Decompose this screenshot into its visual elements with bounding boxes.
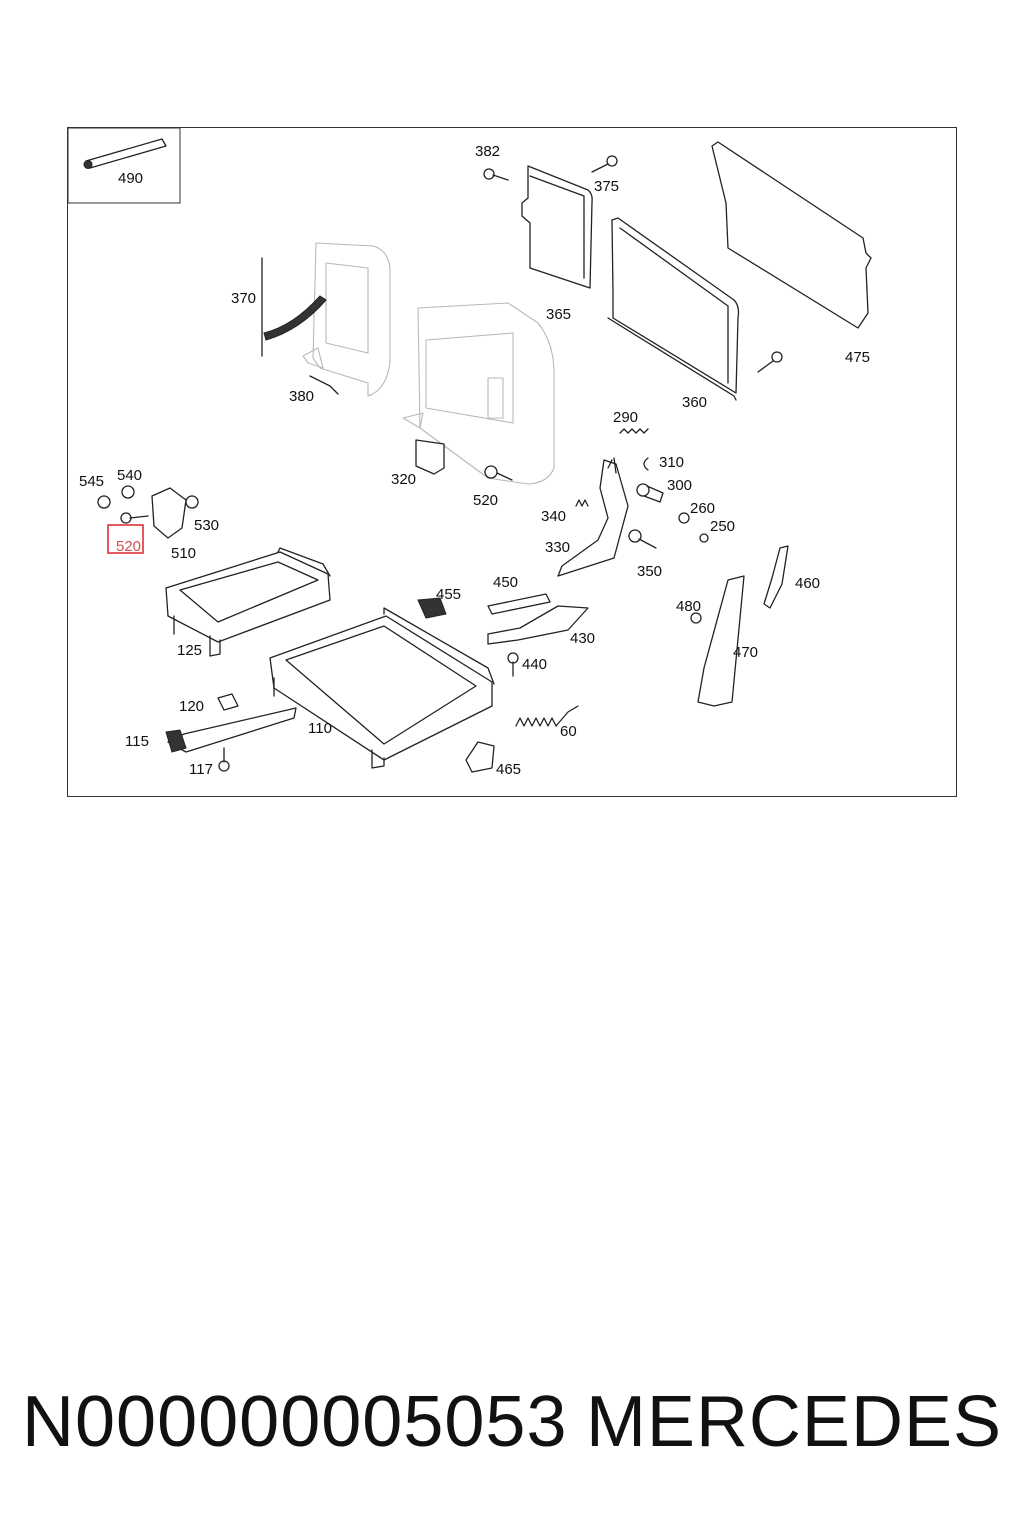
- callout-340: 340: [541, 508, 566, 525]
- callout-120: 120: [179, 698, 204, 715]
- callout-300: 300: [667, 477, 692, 494]
- highlight-box-520: [107, 524, 144, 554]
- seat-frame-125: [165, 547, 331, 657]
- callout-125: 125: [177, 642, 202, 659]
- screw-375-bottom: [757, 351, 783, 373]
- clip-320: [415, 439, 445, 475]
- callout-310: 310: [659, 454, 684, 471]
- callout-460: 460: [795, 575, 820, 592]
- panel-360: [607, 217, 740, 401]
- callout-350: 350: [637, 563, 662, 580]
- callout-490: 490: [118, 170, 143, 187]
- rail-470: [697, 575, 745, 707]
- callout-60: 60: [560, 723, 577, 740]
- clip-120: [217, 693, 239, 711]
- callout-470: 470: [733, 644, 758, 661]
- spring-290: [619, 428, 649, 434]
- callout-480: 480: [676, 598, 701, 615]
- inset-box-490: [68, 128, 181, 204]
- handle-455: [417, 597, 447, 619]
- pin-300: [636, 483, 664, 503]
- clip-310: [643, 457, 649, 471]
- screw-117: [218, 747, 230, 772]
- footer: N000000005053 MERCEDES: [0, 1372, 1024, 1472]
- strap-115: [165, 707, 297, 753]
- bolt-250: [699, 533, 709, 543]
- bolt-520-center: [484, 465, 513, 481]
- nut-530: [185, 495, 199, 509]
- bolt-350: [628, 529, 657, 549]
- diagram-frame: 490 382 375 365 360 475 370 380 320 520 …: [67, 127, 957, 797]
- cover-450: [487, 593, 551, 615]
- exploded-parts-diagram: 490 382 375 365 360 475 370 380 320 520 …: [68, 128, 872, 778]
- callout-labels: 490 382 375 365 360 475 370 380 320 520 …: [79, 143, 870, 778]
- pin-490-drawing: [83, 138, 167, 169]
- handle-460: [763, 545, 789, 609]
- wire-380: [309, 375, 339, 395]
- panel-365: [521, 165, 593, 289]
- callout-475: 475: [845, 349, 870, 366]
- screw-382: [483, 168, 509, 181]
- ghost-seat-back-left: [302, 242, 391, 397]
- plate-510: [151, 487, 187, 539]
- nut-545: [97, 495, 111, 509]
- bolt-260: [678, 512, 690, 524]
- spring-60: [515, 705, 579, 727]
- callout-115: 115: [125, 733, 149, 750]
- seat-frame-110: [269, 607, 495, 769]
- callout-380: 380: [289, 388, 314, 405]
- callout-375-top: 375: [594, 178, 619, 195]
- part-number: N000000005053: [22, 1382, 568, 1462]
- ghost-seat-back-center: [402, 302, 555, 485]
- brand-name: MERCEDES: [585, 1382, 1002, 1462]
- callout-440: 440: [522, 656, 547, 673]
- callout-430: 430: [570, 630, 595, 647]
- callout-450: 450: [493, 574, 518, 591]
- callout-520-center: 520: [473, 492, 498, 509]
- callout-382: 382: [475, 143, 500, 160]
- lever-430: [487, 605, 589, 645]
- callout-370: 370: [231, 290, 256, 307]
- strap-370: [261, 257, 327, 357]
- callout-365: 365: [546, 306, 571, 323]
- screw-480: [690, 612, 702, 624]
- callout-545: 545: [79, 473, 104, 490]
- hinge-330: [557, 457, 629, 577]
- callout-540: 540: [117, 467, 142, 484]
- bolt-520-left: [120, 512, 149, 524]
- callout-530: 530: [194, 517, 219, 534]
- callout-455: 455: [436, 586, 461, 603]
- callout-360: 360: [682, 394, 707, 411]
- callout-320: 320: [391, 471, 416, 488]
- callout-290: 290: [613, 409, 638, 426]
- callout-465: 465: [496, 761, 521, 778]
- callout-117: 117: [189, 761, 213, 778]
- screw-375-top: [591, 155, 618, 173]
- callout-260: 260: [690, 500, 715, 517]
- washer-540: [121, 485, 135, 499]
- bracket-465: [465, 741, 495, 773]
- bolt-440: [507, 652, 519, 677]
- panel-475: [711, 141, 872, 329]
- callout-510: 510: [171, 545, 196, 562]
- callout-330: 330: [545, 539, 570, 556]
- callout-250: 250: [710, 518, 735, 535]
- spring-340: [575, 499, 589, 507]
- callout-520-highlighted: 520: [116, 538, 141, 555]
- callout-110: 110: [308, 720, 332, 737]
